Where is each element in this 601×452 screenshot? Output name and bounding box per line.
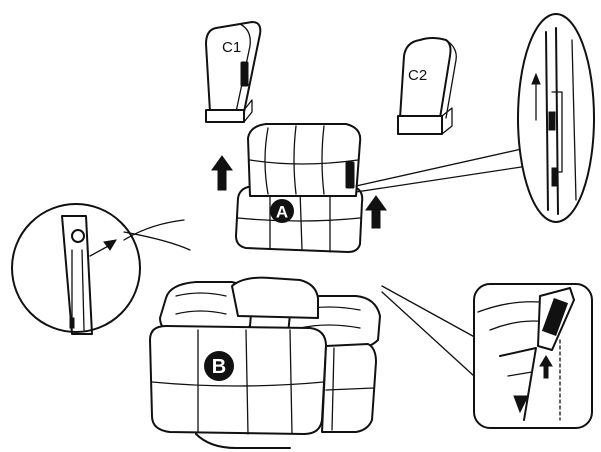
up-arrow-icon: [366, 196, 386, 228]
badge-b-label: B: [212, 356, 226, 378]
backrest-c1-label: C1: [222, 39, 241, 56]
backrest-c2: C2: [398, 38, 456, 134]
callout-line-top: [356, 148, 526, 186]
detail-latch: [12, 204, 140, 334]
backrest-c2-label: C2: [408, 67, 427, 84]
badge-a-label: A: [276, 203, 288, 222]
callout-line-bottom: [382, 292, 474, 376]
up-arrow-icon: [212, 156, 232, 190]
backrest-c1: C1: [206, 22, 260, 122]
detail-lever: [474, 284, 592, 428]
callout-line-top: [356, 166, 528, 192]
callout-line-bottom: [382, 286, 480, 340]
chair-b: B: [150, 278, 380, 448]
chair-a: A: [236, 124, 362, 252]
detail-bracket-slide: [518, 14, 594, 222]
